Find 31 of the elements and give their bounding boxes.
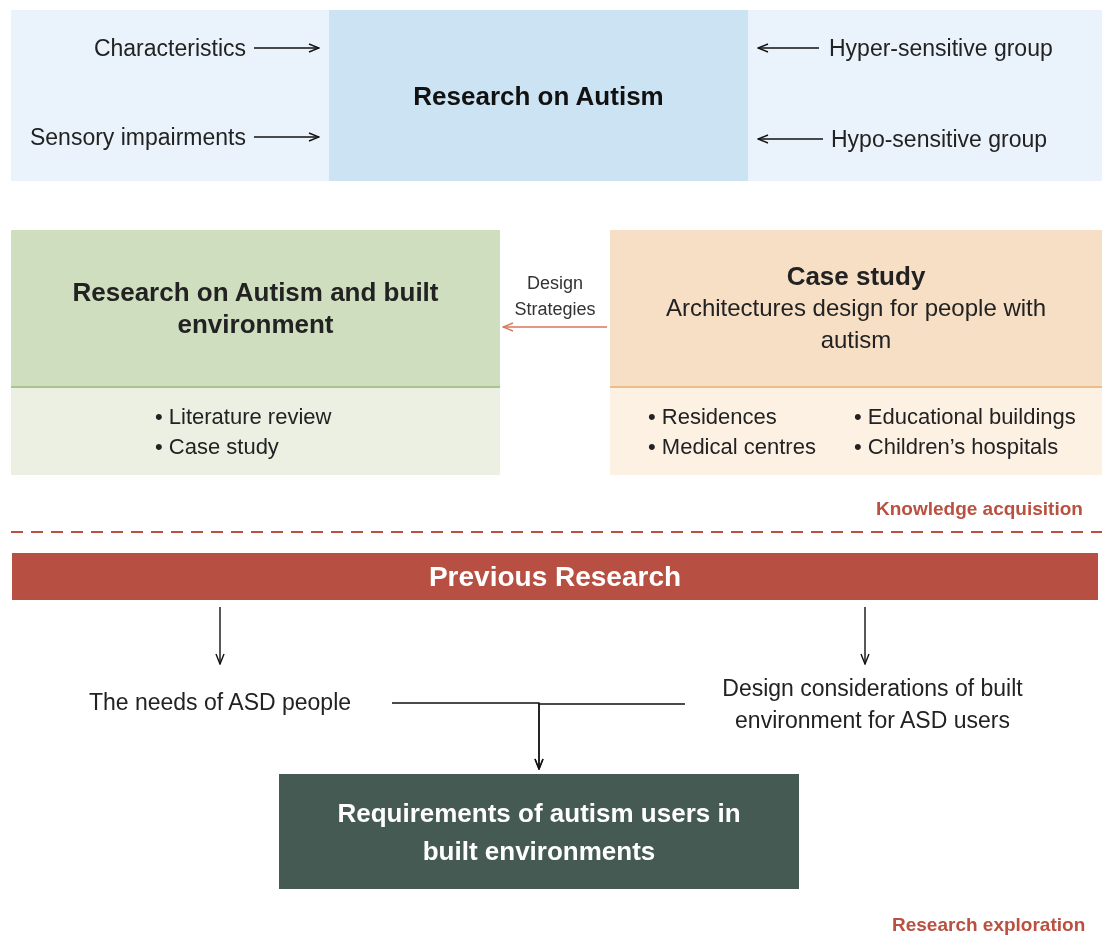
process-card [11,230,500,475]
node-label: Characteristics [71,34,246,62]
list-item: • Medical centres [648,433,817,460]
arrow [502,322,608,332]
list-item: • Educational buildings [854,403,1077,430]
arrow [253,132,320,142]
section-label: Knowledge acquisition [876,498,1083,520]
arrow [215,606,225,665]
list-item: • Case study [155,433,280,460]
background-band [11,10,1102,181]
node-label: Hyper-sensitive group [829,34,1069,62]
result-box: Requirements of autism users in built environments [279,774,799,889]
node-label: The needs of ASD people [70,688,370,718]
list-item: • Literature review [155,403,333,430]
card-heading: Research on Autism and built environment [71,276,440,340]
node-label: Hypo-sensitive group [831,125,1071,153]
process-card [610,230,1102,475]
arrow [253,43,320,53]
section-label: Research exploration [892,914,1086,936]
node-label: Sensory impairments [21,123,246,151]
card-subheading: Architectures design for people with autism [664,293,1048,355]
node-label: Design considerations of built environment for ASD users [695,672,1050,736]
list-item: • Children’s hospitals [854,433,1060,460]
arrow [757,134,824,144]
card-heading: Case study [785,260,927,292]
list-item: • Residences [648,403,778,430]
title-box: Research on Autism [329,10,748,181]
banner-bar: Previous Research [12,553,1098,600]
arrow [757,43,820,53]
arrow [860,606,870,665]
arrow [534,703,686,770]
